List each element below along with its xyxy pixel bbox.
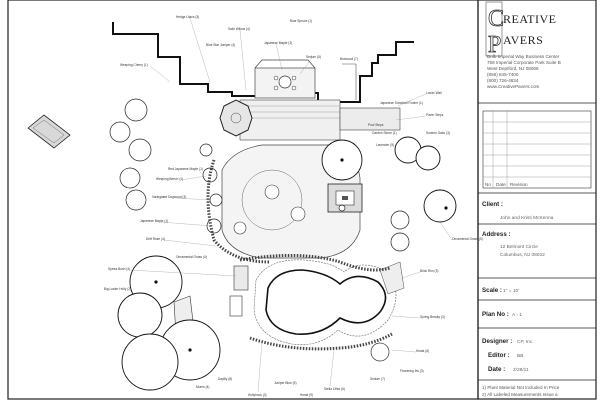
lounge-chair xyxy=(233,265,249,291)
client-label: Client : xyxy=(482,201,503,208)
callout-bottom: Juniper Blue (5) xyxy=(274,381,297,385)
callout-bottom: Mums (4) xyxy=(196,385,209,389)
note-1: 1) Plant Material Not Included In Price xyxy=(482,385,560,390)
callout-right: Brick Rim (3) xyxy=(420,269,438,273)
callout-bottom: Hollyhock (3) xyxy=(248,393,267,397)
callout-right: Lavender (5) xyxy=(376,143,394,147)
scale-label: Scale : xyxy=(482,287,502,294)
callout-right: Japanese Snowbell Fowler (1) xyxy=(380,101,423,105)
callout-right: Spring Beauty (3) xyxy=(420,315,445,319)
svg-text:C: C xyxy=(488,6,504,32)
address-line-2: 756 Imperial Corporate Park Suite B xyxy=(487,60,561,65)
designer-value: CP, Inc. xyxy=(517,339,533,345)
callout-left: Big Luster Holly (2) xyxy=(104,287,131,291)
callout-bottom: Sedum (7) xyxy=(370,377,385,381)
callout-right: Lower Wall xyxy=(426,91,442,95)
tree-canopy xyxy=(117,136,457,391)
callout-right: Flowering Iris (3) xyxy=(400,369,424,373)
callout-right: Paver Steps xyxy=(426,113,444,117)
callout-bottom: Stella Lilies (6) xyxy=(324,387,345,391)
callout-left: Japanese Maple (1) xyxy=(140,219,168,223)
plan-label: Plan No : xyxy=(482,311,509,318)
callout-left: Spirea Bush (4) xyxy=(108,267,130,271)
leader-lines xyxy=(129,17,453,393)
company-logo: C P REATIVE AVERS xyxy=(485,1,557,58)
scale-value: 1" = 10' xyxy=(503,288,519,294)
address-line-city: Columbus, NJ 08022 xyxy=(500,252,545,258)
revision-table: No Date Revision xyxy=(482,110,592,189)
rev-header-revision: Revision xyxy=(510,182,528,187)
callout-left: Drift Rose (4) xyxy=(146,237,165,241)
callout-left: Ornamental Grass (4) xyxy=(176,255,207,259)
callout-top: Salix Willow (4) xyxy=(228,27,250,31)
callout-left: Red Japanese Maple (1) xyxy=(168,167,203,171)
editor-value: BB xyxy=(517,353,523,359)
callout-right: Pool Steps xyxy=(368,123,384,127)
callout-right: Sunken Oaks (3) xyxy=(426,131,450,135)
address-line-4: (856) 845-7400 xyxy=(487,72,519,77)
svg-text:P: P xyxy=(488,32,501,58)
hedge-row xyxy=(249,332,393,351)
upper-patio xyxy=(254,59,316,99)
callout-labels: Hedge Lilacs (3) Salix Willow (4) Japane… xyxy=(104,15,483,397)
note-2: 2) All Labeled Measurements Issue a xyxy=(482,392,558,397)
address-label: Address : xyxy=(482,231,511,238)
date-value: 2/28/11 xyxy=(513,367,529,373)
lounge-chair xyxy=(229,295,243,317)
svg-text:REATIVE: REATIVE xyxy=(503,12,557,26)
client-value: John and Kristi McKenna xyxy=(500,215,554,221)
callout-top: Hedge Lilacs (3) xyxy=(176,15,199,19)
date-label: Date : xyxy=(488,366,505,373)
pool xyxy=(265,269,387,335)
callout-left: Variegated Dogwood (3) xyxy=(152,195,186,199)
callout-bottom: Hosta (9) xyxy=(300,393,313,397)
paver-steps xyxy=(239,99,401,157)
address-line-5: (800) 726-4634 xyxy=(487,78,519,83)
designer-label: Designer : xyxy=(482,338,512,345)
callout-top: Blue Star Juniper (4) xyxy=(206,43,235,47)
planter xyxy=(370,342,390,362)
plan-value: A - 1 xyxy=(512,312,522,318)
rev-header-no: No xyxy=(485,182,491,187)
callout-top: Boxwood (7) xyxy=(340,57,358,61)
svg-text:AVERS: AVERS xyxy=(503,33,543,47)
hedge-row xyxy=(206,159,271,264)
callout-right: Ornamental Grass (5) xyxy=(452,237,483,241)
callout-bottom: Daylily (8) xyxy=(218,377,232,381)
title-block-border xyxy=(477,0,597,400)
callout-right: Garden Stone (1) xyxy=(372,131,397,135)
callout-top: Sedum (5) xyxy=(306,55,321,59)
hedge-row xyxy=(239,253,391,272)
address-line-6: www.CreativePavers.com xyxy=(487,84,540,89)
main-patio xyxy=(221,144,363,259)
gazebo xyxy=(219,99,253,137)
address-line-1: Bnfb Imperial Way Business Center xyxy=(487,54,560,59)
callout-top: Blue Spruce (1) xyxy=(290,19,312,23)
callout-top: Weeping Cherry (1) xyxy=(120,63,148,67)
callout-left: Weeping Beech (1) xyxy=(156,177,183,181)
lounge-pad xyxy=(27,114,71,149)
rev-header-date: Date xyxy=(496,182,506,187)
address-line-street: 12 Belmont Circle xyxy=(500,244,538,250)
callout-top: Japanese Maple (3) xyxy=(264,41,292,45)
company-address: Bnfb Imperial Way Business Center 756 Im… xyxy=(487,54,561,89)
editor-label: Editor : xyxy=(488,352,510,359)
callout-right: Hosta (6) xyxy=(416,349,429,353)
address-line-3: West Deptford, NJ 08066 xyxy=(487,66,539,71)
